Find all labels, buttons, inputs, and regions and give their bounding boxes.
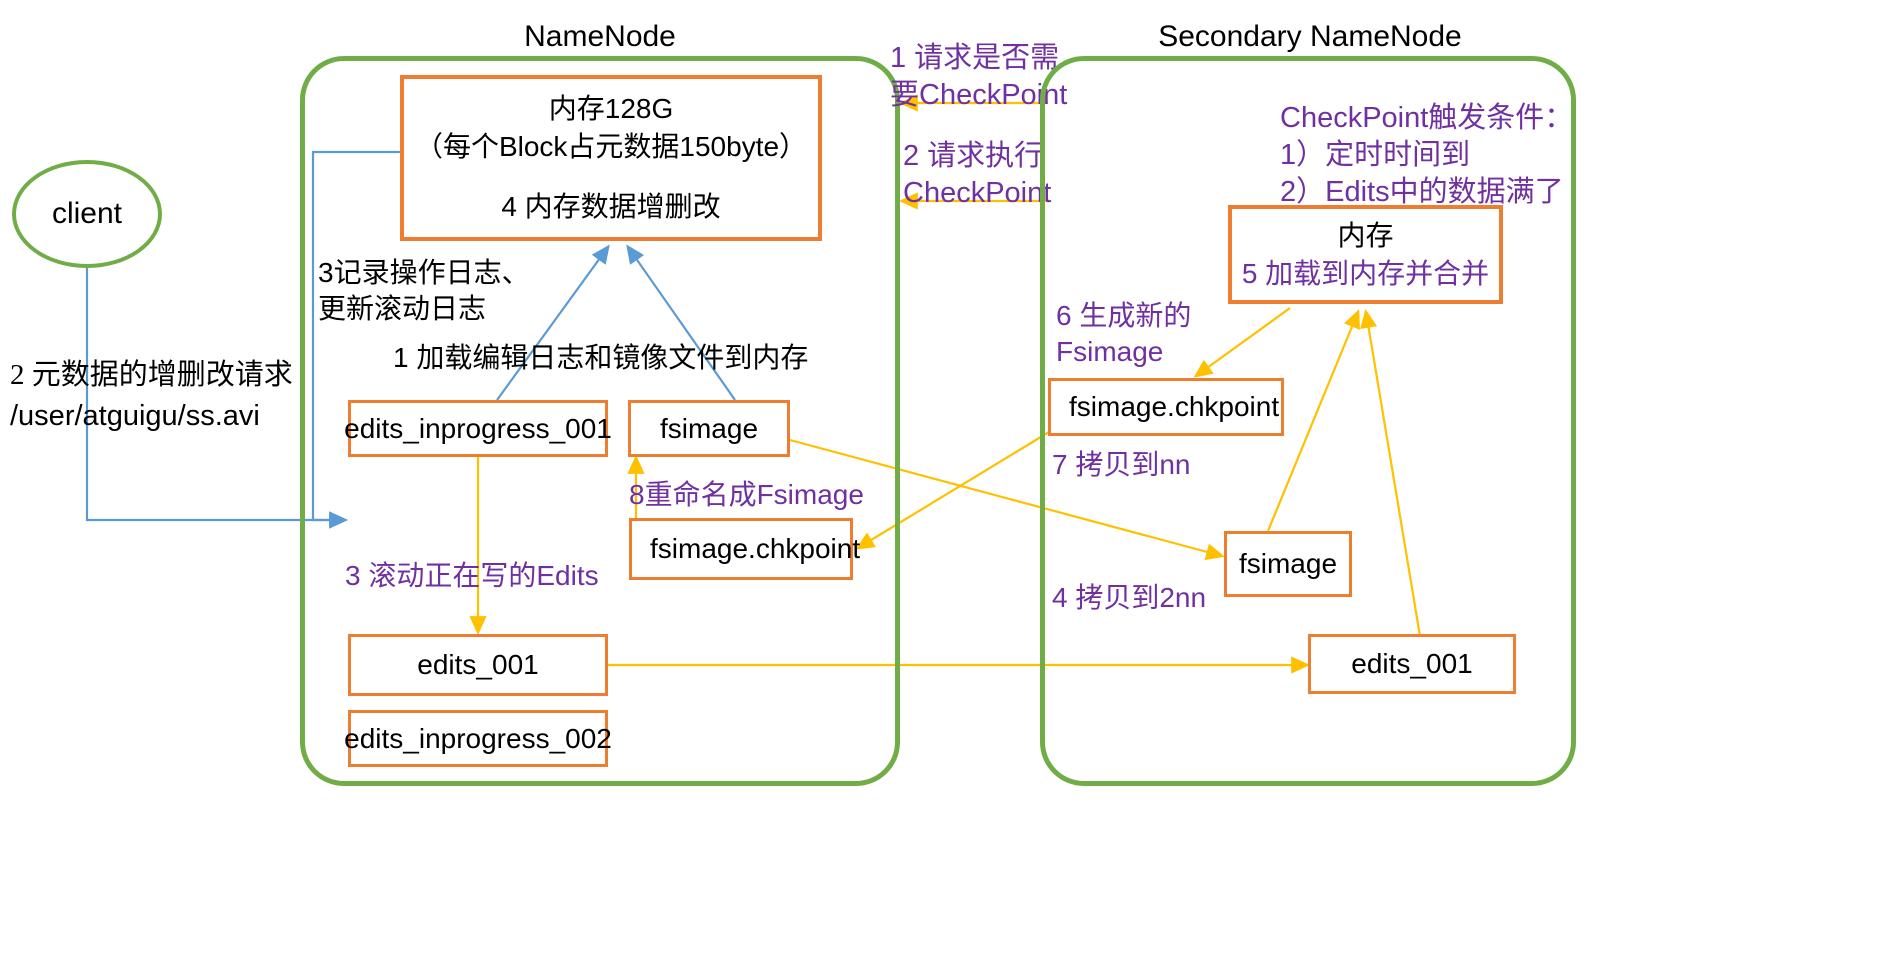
box-fsimage-chkpoint: fsimage.chkpoint [629, 518, 860, 580]
client-request-line-2: /user/atguigu/ss.avi [10, 400, 260, 432]
annotation-roll-edits: 3 滚动正在写的Edits [345, 560, 599, 591]
box-edits-inprogress-001: edits_inprogress_001 [344, 400, 612, 457]
secondary-memory-line-2: 5 加载到内存并合并 [1241, 257, 1490, 289]
box-secondary-edits-001: edits_001 [1308, 634, 1516, 694]
annotation-request-checkpoint: 1 请求是否需 要CheckPoint [890, 42, 1068, 112]
namenode-memory-box: 内存128G （每个Block占元数据150byte） 4 内存数据增删改 [400, 75, 822, 241]
annotation-new-fsimage: 6 生成新的 Fsimage [1056, 300, 1192, 367]
client-node: client [12, 160, 162, 268]
annotation-copy-to-2nn: 4 拷贝到2nn [1052, 582, 1207, 613]
box-label: edits_inprogress_002 [344, 722, 612, 754]
client-label: client [51, 197, 123, 230]
box-label: fsimage [659, 412, 759, 444]
annotation-execute-checkpoint: 2 请求执行 CheckPoint [903, 140, 1052, 210]
box-label: fsimage.chkpoint [1069, 391, 1280, 423]
memory-line-3: 4 内存数据增删改 [501, 190, 721, 222]
box-fsimage: fsimage [628, 400, 790, 457]
box-label: edits_001 [417, 649, 539, 681]
annotation-checkpoint-trigger: CheckPoint触发条件： 1）定时时间到 2）Edits中的数据满了 [1280, 102, 1574, 209]
secondary-namenode-panel [1040, 56, 1576, 786]
memory-line-1: 内存128G [548, 93, 674, 125]
client-request-line-1: 2 元数据的增删改请求 [10, 359, 293, 391]
memory-line-2: （每个Block占元数据150byte） [414, 131, 808, 163]
secondary-memory-box: 内存 5 加载到内存并合并 [1228, 205, 1503, 304]
box-label: fsimage [1238, 548, 1338, 580]
box-label: edits_inprogress_001 [344, 412, 612, 444]
annotation-log-note: 3记录操作日志、 更新滚动日志 [318, 257, 530, 324]
annotation-copy-to-nn: 7 拷贝到nn [1052, 449, 1191, 480]
box-edits-inprogress-002: edits_inprogress_002 [344, 710, 612, 767]
secondary-namenode-title: Secondary NameNode [1158, 20, 1462, 53]
box-edits-001: edits_001 [348, 634, 608, 696]
box-label: fsimage.chkpoint [650, 533, 861, 565]
namenode-panel [300, 56, 900, 786]
box-secondary-fsimage: fsimage [1224, 531, 1352, 597]
box-label: edits_001 [1351, 648, 1473, 680]
secondary-memory-line-1: 内存 [1337, 219, 1394, 251]
annotation-load-note: 1 加载编辑日志和镜像文件到内存 [393, 342, 809, 373]
annotation-rename-fsimage: 8重命名成Fsimage [629, 479, 864, 510]
box-secondary-fsimage-chkpoint: fsimage.chkpoint [1048, 378, 1284, 436]
namenode-title: NameNode [524, 20, 676, 53]
